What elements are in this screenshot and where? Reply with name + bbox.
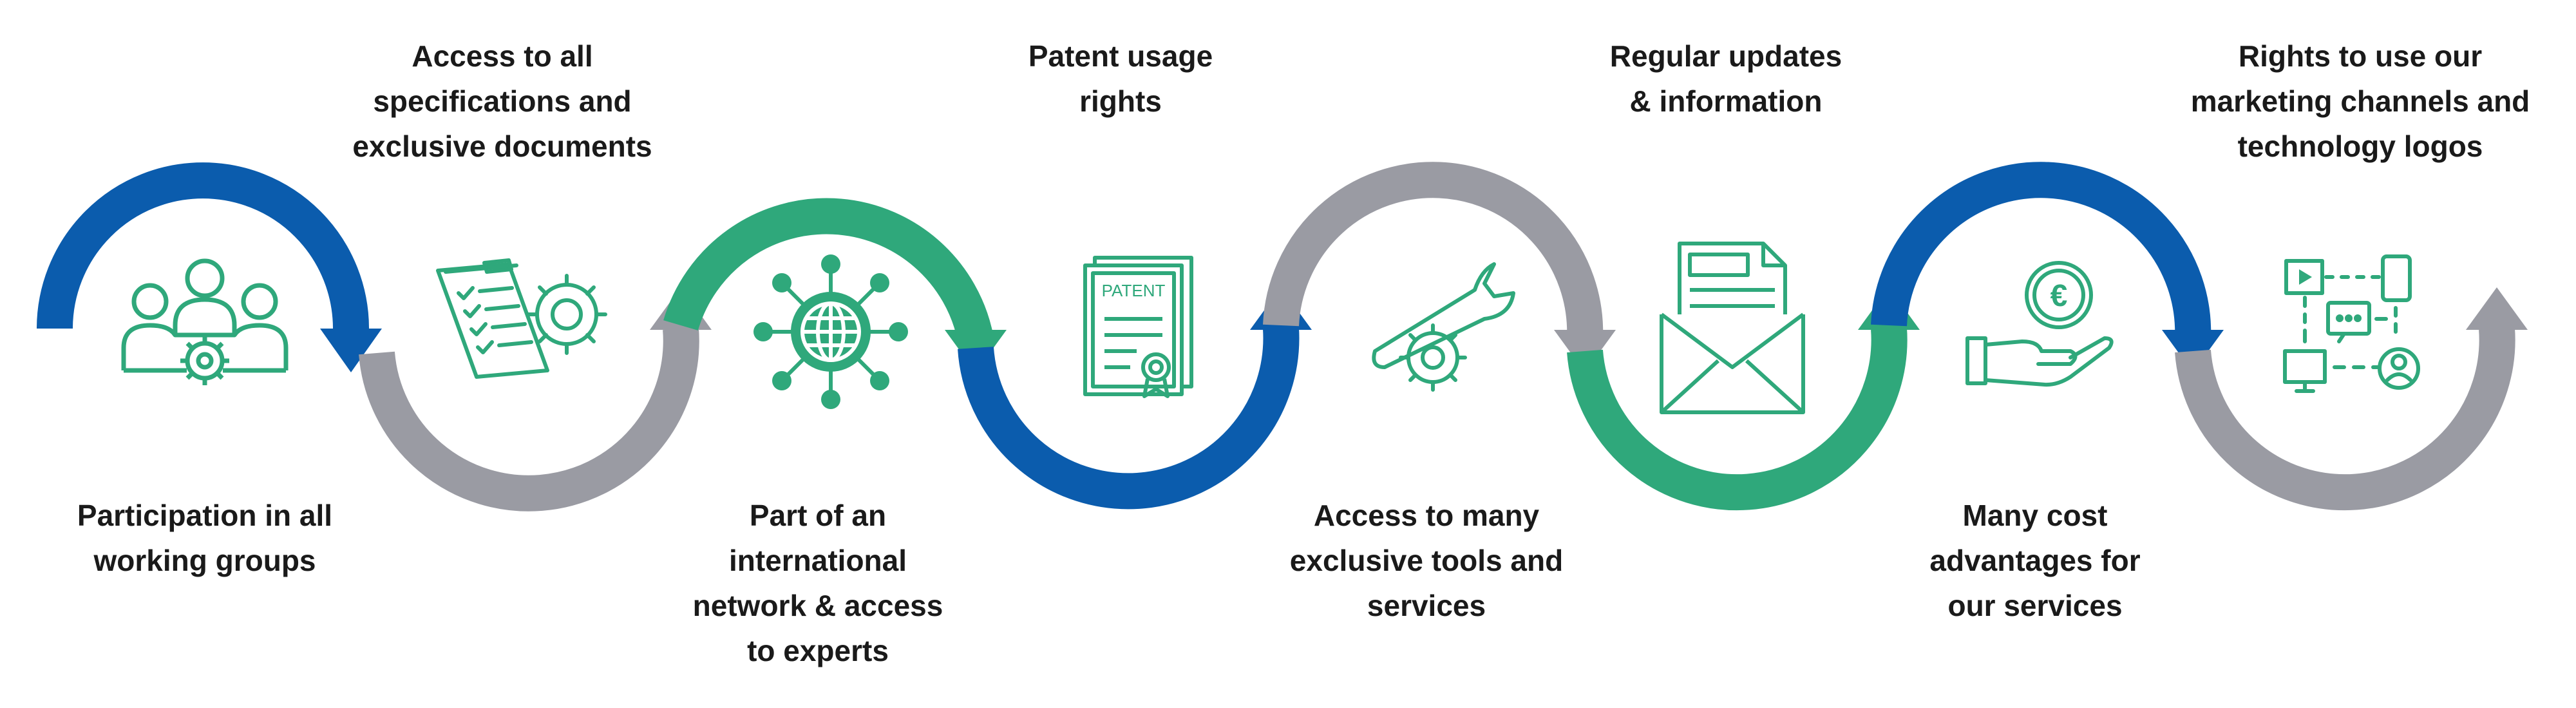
arc-5-gray xyxy=(1263,162,1604,340)
patent-label: PATENT xyxy=(1102,281,1166,300)
benefit-label-tools: Access to many exclusive tools and servi… xyxy=(1289,499,1564,622)
arc-6-green xyxy=(1567,327,1908,511)
arc-1-blue xyxy=(37,162,369,329)
wrench-gear-icon xyxy=(1372,262,1515,392)
euro-symbol: € xyxy=(2050,279,2068,313)
marketing-channels-icon xyxy=(2283,254,2420,393)
arc-3-green xyxy=(663,198,994,343)
benefit-label-updates: Regular updates & information xyxy=(1609,39,1842,118)
benefit-label-marketing: Rights to use our marketing channels and… xyxy=(2190,39,2530,163)
arrow-head-1 xyxy=(320,329,382,372)
arc-4-blue xyxy=(958,327,1300,510)
benefit-label-network: Part of an international network & acces… xyxy=(692,499,943,667)
benefit-label-patent: Patent usage rights xyxy=(1028,39,1213,118)
patent-certificate-icon: PATENT xyxy=(1083,256,1193,398)
benefit-label-working-groups: Participation in all working groups xyxy=(77,499,333,577)
benefit-label-specifications: Access to all specifications and exclusi… xyxy=(352,39,652,163)
team-gear-icon xyxy=(121,258,289,385)
arc-2-gray xyxy=(359,327,699,512)
globe-network-icon xyxy=(753,254,908,409)
envelope-document-icon xyxy=(1660,242,1805,414)
benefit-label-cost: Many cost advantages for our services xyxy=(1929,499,2141,622)
arc-7-blue xyxy=(1871,162,2211,340)
arc-8-gray xyxy=(2175,327,2515,511)
checklist-gear-icon xyxy=(436,258,607,379)
euro-hand-icon: € xyxy=(1965,261,2114,387)
arrow-head-8 xyxy=(2466,287,2528,330)
